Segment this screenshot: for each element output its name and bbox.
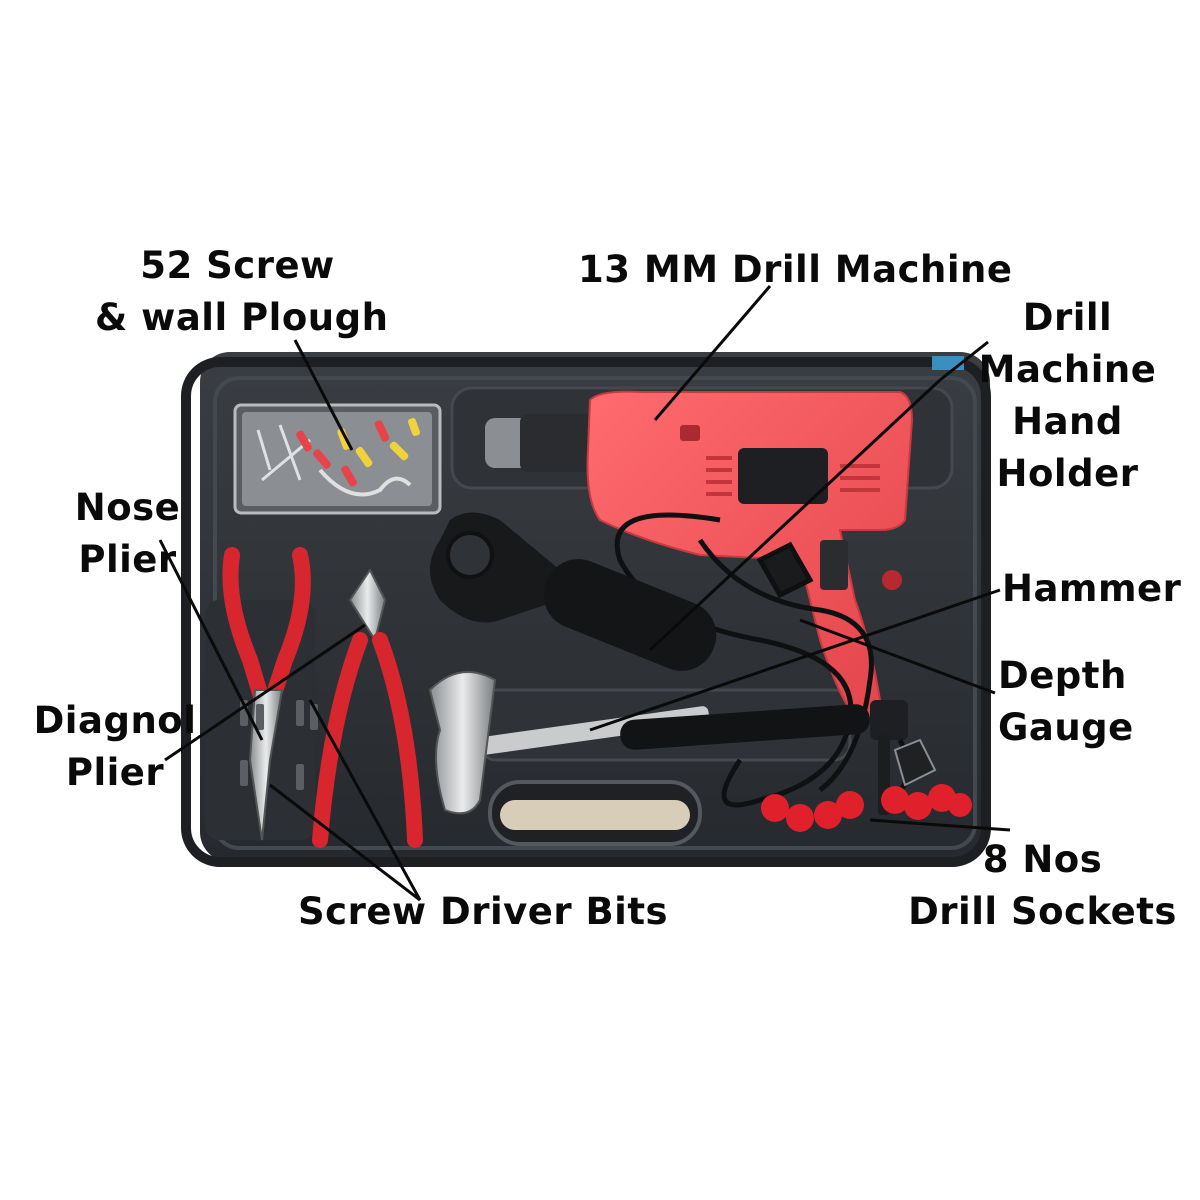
label-depth-gauge: Depth Gauge: [998, 654, 1134, 749]
label-screws: 52 Screw & wall Plough: [95, 244, 389, 339]
diagonal-plier: [312, 568, 423, 848]
label-nose-plier: Nose Plier: [74, 486, 181, 581]
hammer: [428, 671, 870, 815]
label-drill-sockets: 8 Nos Drill Sockets: [908, 838, 1177, 933]
label-screw-driver-bits: Screw Driver Bits: [298, 890, 669, 933]
leader-lines: [158, 285, 1011, 902]
label-diagonal-plier: Diagnol Plier: [33, 699, 197, 794]
label-hammer: Hammer: [1002, 567, 1182, 610]
label-drill-machine: 13 MM Drill Machine: [578, 248, 1013, 291]
wall-plugs: [296, 418, 420, 487]
label-hand-holder: Drill Machine Hand Holder: [978, 296, 1157, 495]
drill-machine: [485, 390, 914, 740]
drill-hand-holder: [430, 512, 717, 671]
screw-box: [233, 403, 442, 515]
screw-driver-bits: [240, 700, 318, 790]
drill-sockets: [761, 784, 972, 832]
